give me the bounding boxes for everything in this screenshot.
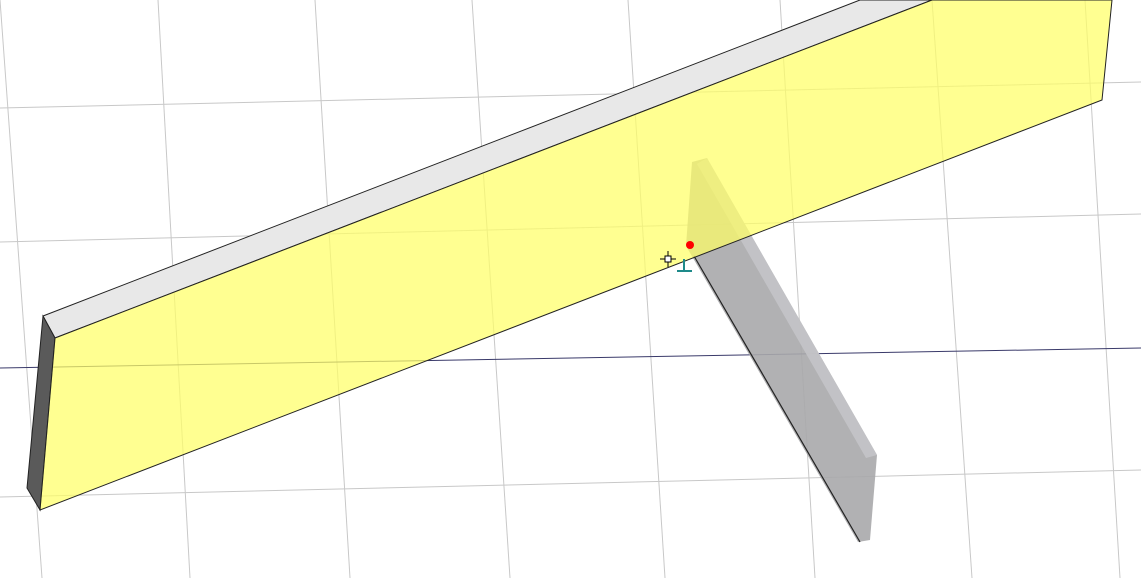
- crosshair-plus-icon: [660, 251, 676, 267]
- beam-front-face[interactable]: [39, 0, 1113, 511]
- cut-plate-outline: [693, 255, 861, 543]
- perpendicular-snap-icon: [677, 259, 692, 272]
- wall-beam[interactable]: [26, 0, 1113, 512]
- snap-point-marker: [686, 241, 694, 249]
- snap-indicator: [660, 241, 694, 272]
- cut-plate-face[interactable]: [686, 158, 877, 542]
